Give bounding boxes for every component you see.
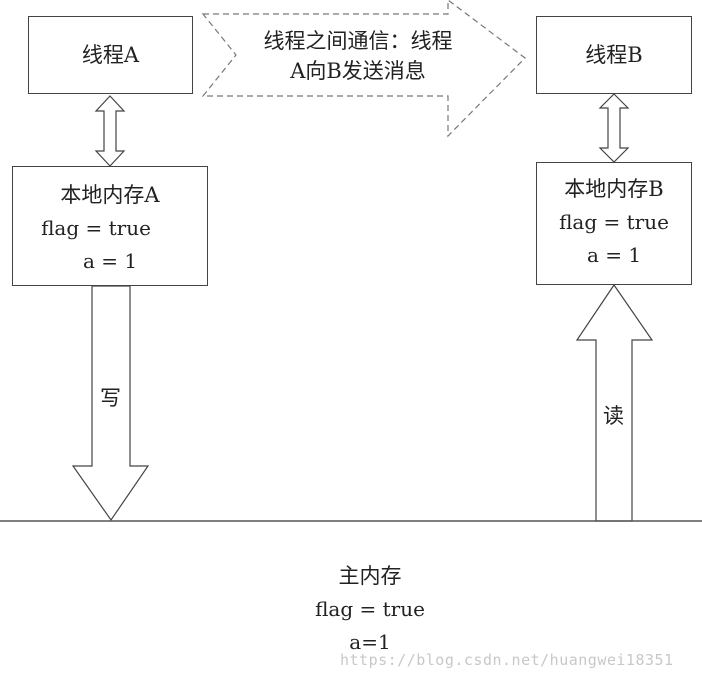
sync-arrow-b [598, 93, 630, 163]
local-memory-a-value: a = 1 [82, 249, 138, 273]
main-memory-value: a=1 [349, 630, 391, 654]
sync-arrow-a [94, 95, 126, 167]
local-memory-b-flag: flag = true [559, 210, 669, 234]
local-memory-b-title: 本地内存B [564, 177, 664, 201]
thread-b-label: 线程B [585, 43, 643, 67]
main-memory-title: 主内存 [338, 564, 402, 588]
watermark-text: https://blog.csdn.net/huangwei18351 [340, 651, 674, 669]
local-memory-a-box: 本地内存A flag = true a = 1 [12, 166, 208, 286]
local-memory-a-flag: flag = true [41, 216, 151, 240]
main-memory: 主内存 flag = true a=1 [270, 560, 470, 659]
message-text: 线程之间通信：线程 A向B发送消息 [228, 26, 488, 86]
local-memory-a-title: 本地内存A [60, 183, 160, 207]
read-label: 读 [603, 404, 624, 428]
thread-a-box: 线程A [28, 16, 193, 94]
local-memory-b-box: 本地内存B flag = true a = 1 [536, 162, 692, 285]
message-line-1: 线程之间通信：线程 [263, 29, 453, 53]
write-label: 写 [100, 386, 121, 410]
main-memory-flag: flag = true [315, 597, 425, 621]
thread-a-label: 线程A [81, 43, 140, 67]
write-arrow [71, 285, 150, 522]
local-memory-b-value: a = 1 [586, 243, 642, 267]
message-arrow [201, 0, 526, 138]
message-line-2: A向B发送消息 [290, 59, 426, 83]
thread-b-box: 线程B [536, 16, 692, 94]
